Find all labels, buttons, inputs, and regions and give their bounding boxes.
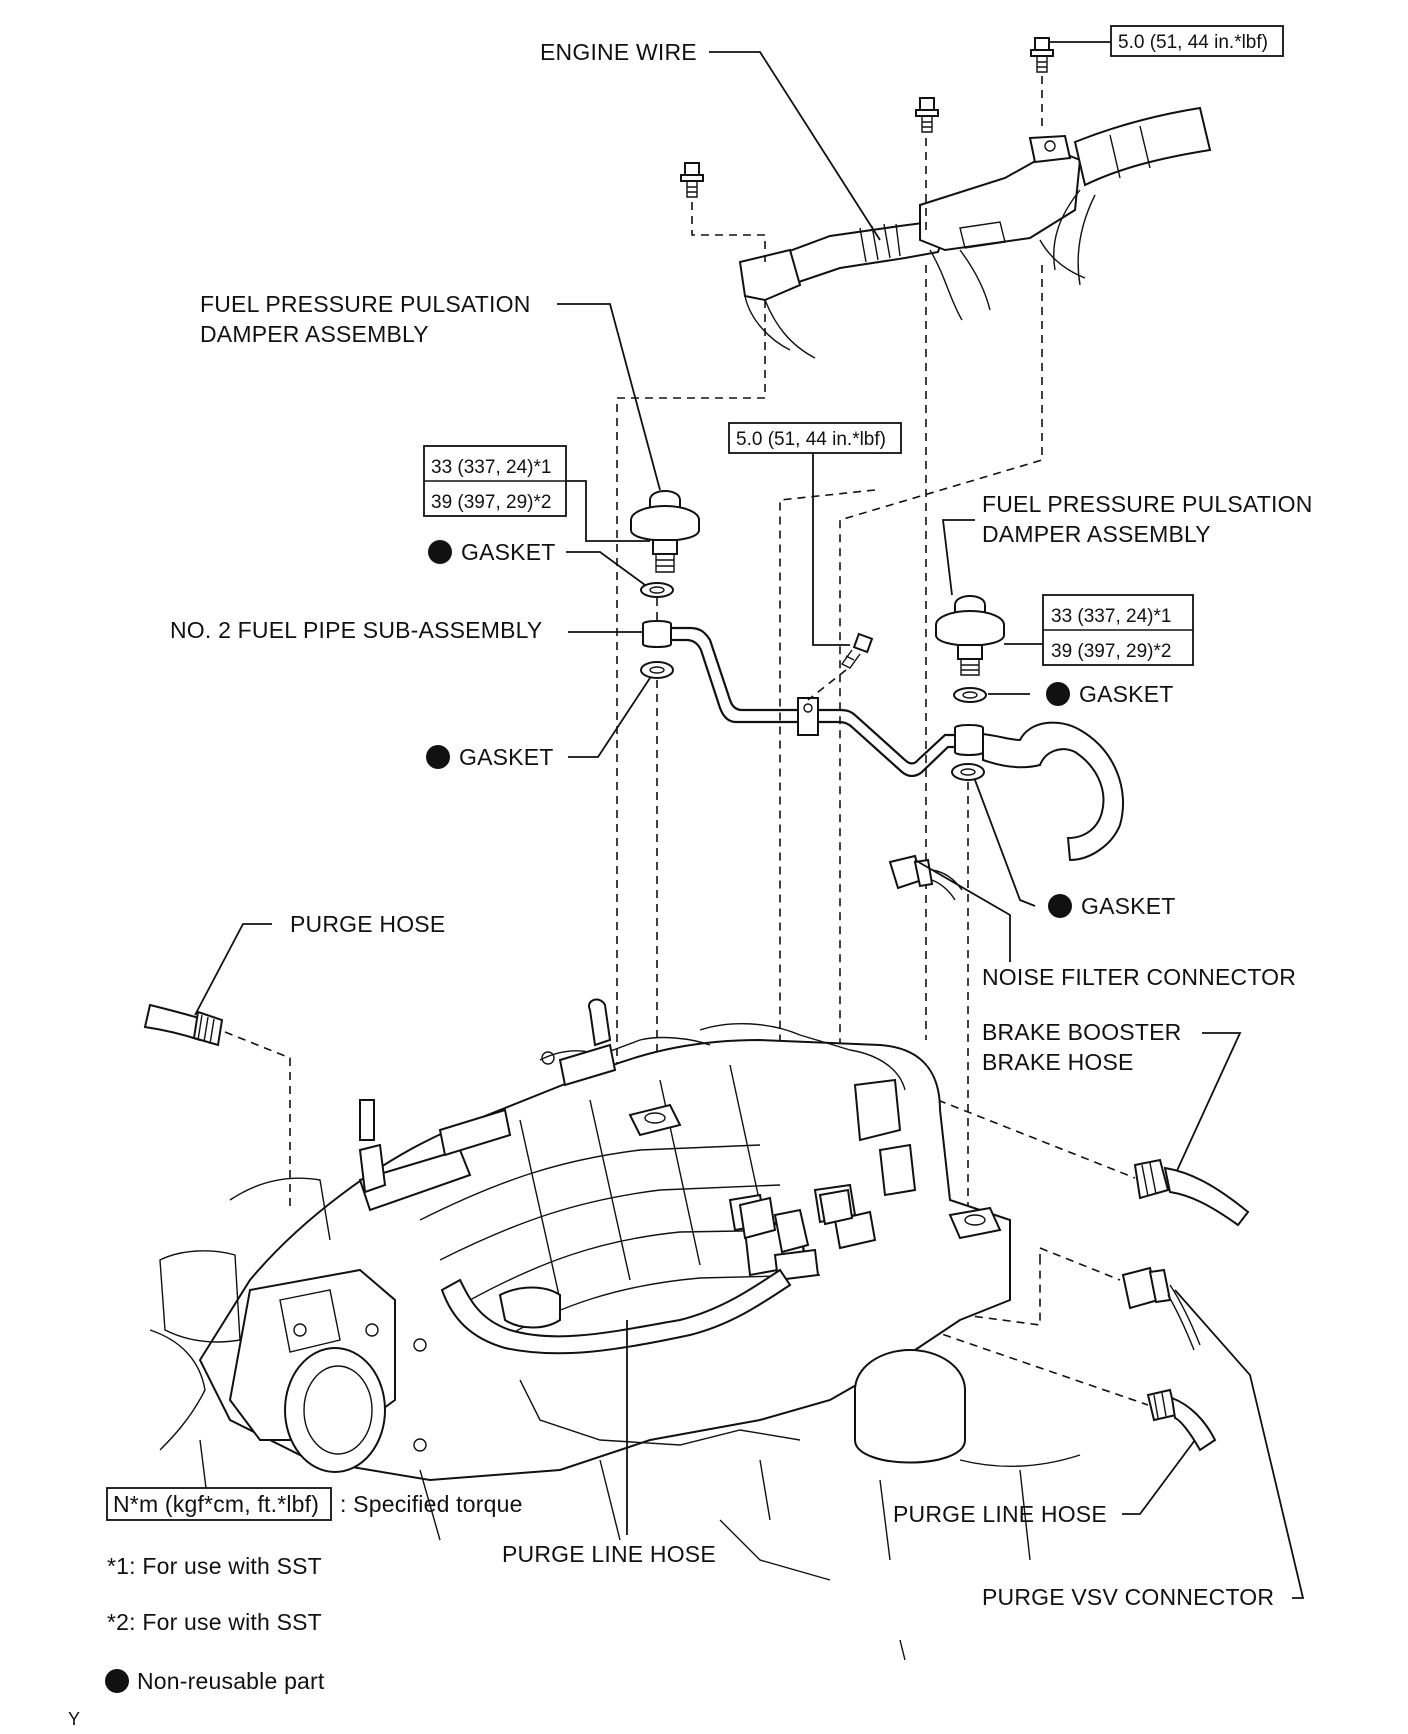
corner-mark: Y [68,1709,80,1729]
label-damper-left-line1: FUEL PRESSURE PULSATION [200,291,531,317]
label-gasket-1: GASKET [461,539,556,565]
gasket-right-lower [951,763,985,781]
torque-damper-left-2: 39 (397, 29)*2 [431,492,551,513]
label-fuel-pipe: NO. 2 FUEL PIPE SUB-ASSEMBLY [170,617,542,643]
label-gasket-3: GASKET [1079,681,1174,707]
label-gasket-2: GASKET [459,744,554,770]
gasket-left-lower [640,661,674,679]
non-reusable-mark-gasket-3 [1046,682,1070,706]
fuel-pipe-sub-assembly [642,620,1125,862]
legend-non-reusable-mark [105,1669,129,1693]
torque-damper-right-2: 39 (397, 29)*2 [1051,641,1171,662]
label-engine-wire: ENGINE WIRE [540,39,697,65]
label-brake-booster-line1: BRAKE BOOSTER [982,1019,1181,1045]
label-damper-right-line1: FUEL PRESSURE PULSATION [982,491,1313,517]
label-damper-left-line2: DAMPER ASSEMBLY [200,321,429,347]
noise-filter-connector [888,854,963,901]
purge-hose-left [143,1003,224,1047]
label-purge-hose: PURGE HOSE [290,911,445,937]
torque-damper-right-1: 33 (337, 24)*1 [1051,606,1171,627]
torque-top: 5.0 (51, 44 in.*lbf) [1118,32,1268,53]
label-damper-right-line2: DAMPER ASSEMBLY [982,521,1211,547]
label-purge-line-hose-left: PURGE LINE HOSE [502,1541,716,1567]
bolt-top-left [680,162,704,198]
purge-vsv-connector-part [1121,1266,1201,1351]
torque-damper-left-1: 33 (337, 24)*1 [431,457,551,478]
torque-box-mid [728,422,902,454]
gasket-left-upper [640,582,674,598]
intake-manifold-assembly [149,998,1081,1661]
label-noise-filter: NOISE FILTER CONNECTOR [982,964,1296,990]
non-reusable-mark-gasket-4 [1048,894,1072,918]
legend-note-2: *2: For use with SST [107,1609,322,1635]
label-purge-vsv: PURGE VSV CONNECTOR [982,1584,1274,1610]
label-purge-line-hose-right: PURGE LINE HOSE [893,1501,1107,1527]
legend-torque-box [106,1487,332,1521]
label-gasket-4: GASKET [1081,893,1176,919]
torque-box-top [1110,25,1284,57]
engine-wire-harness [738,106,1212,359]
label-brake-booster-line2: BRAKE HOSE [982,1049,1134,1075]
bolt-top-right [1030,37,1054,73]
non-reusable-mark-gasket-2 [426,745,450,769]
fuel-damper-left [630,490,700,573]
purge-line-hose-right-part [1146,1388,1217,1452]
legend-non-reusable: Non-reusable part [137,1668,325,1694]
legend-torque-unit: N*m (kgf*cm, ft.*lbf) [113,1491,319,1517]
torque-mid: 5.0 (51, 44 in.*lbf) [736,429,886,450]
bolt-middle [840,632,874,669]
brake-booster-hose [1133,1158,1250,1227]
gasket-right-upper [953,687,987,703]
bolt-top-middle [915,97,939,133]
fuel-damper-right [935,595,1005,676]
legend-torque-desc: : Specified torque [340,1491,523,1517]
non-reusable-mark-gasket-1 [428,540,452,564]
legend-note-1: *1: For use with SST [107,1553,322,1579]
